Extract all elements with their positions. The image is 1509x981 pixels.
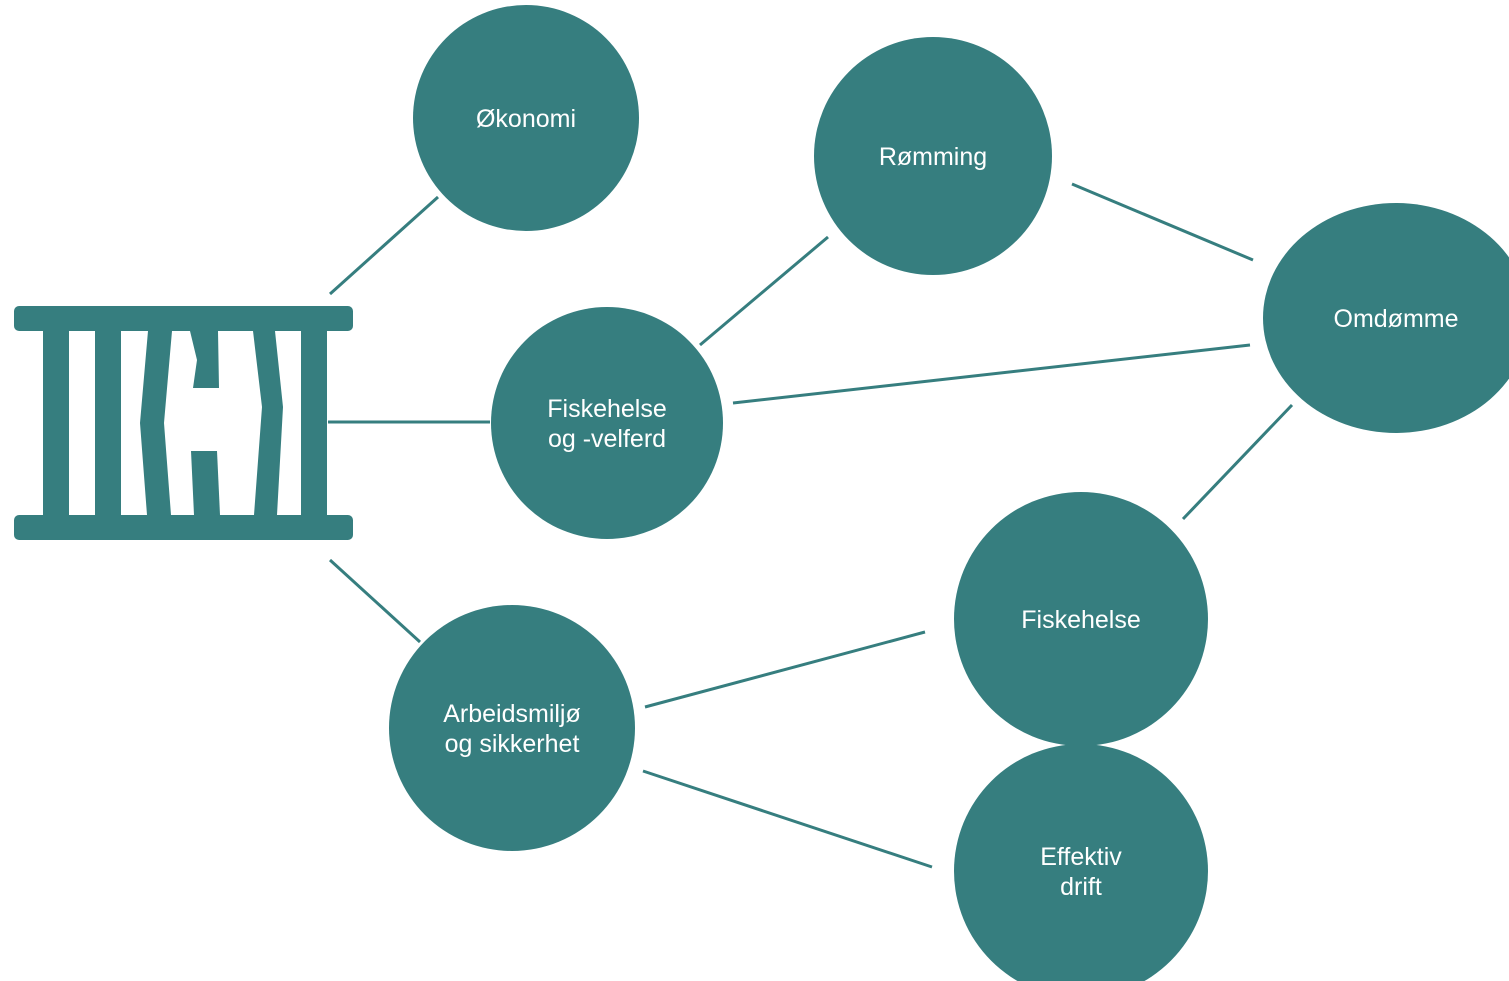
node-circle <box>954 492 1208 746</box>
node-circle <box>491 307 723 539</box>
node-circle <box>954 744 1208 981</box>
node-circle <box>814 37 1052 275</box>
node-label: Rømming <box>879 143 987 171</box>
cage-bar-4-bent <box>253 331 283 515</box>
node-okonomi: Økonomi <box>413 5 639 231</box>
cage-bar-broken-left <box>190 331 219 388</box>
connector-arbeidsmiljo-fiskehelse <box>644 630 926 709</box>
node-circle <box>1263 203 1509 433</box>
node-label: Fiskehelse <box>547 395 667 423</box>
node-label: Fiskehelse <box>1021 606 1141 634</box>
fish-cage-icon <box>14 306 353 540</box>
connector-fiskehelse-velferd-omdomme <box>732 343 1251 405</box>
node-label: drift <box>1060 873 1102 901</box>
cage-bar-3-bent <box>140 331 172 515</box>
cage-bar-1 <box>43 331 69 515</box>
connector-romming-omdomme <box>1071 182 1254 262</box>
connector-cage-okonomi <box>328 195 440 296</box>
connectors <box>328 182 1294 869</box>
node-fiskehelse: Fiskehelse <box>954 492 1208 746</box>
connector-arbeidsmiljo-effektiv-drift <box>642 769 933 869</box>
node-label: Økonomi <box>476 105 576 133</box>
node-label: Effektiv <box>1040 843 1122 871</box>
node-circle <box>389 605 635 851</box>
cage-bar-2 <box>95 331 121 515</box>
connector-fiskehelse-omdomme <box>1181 403 1294 521</box>
node-romming: Rømming <box>814 37 1052 275</box>
node-label: Arbeidsmiljø <box>443 700 581 728</box>
node-circle <box>413 5 639 231</box>
cage-bottom-bar <box>14 515 353 540</box>
node-label: Omdømme <box>1334 305 1459 333</box>
connector-fiskehelse-velferd-romming <box>699 235 829 347</box>
cage-top-bar <box>14 306 353 331</box>
node-label: og -velferd <box>548 425 666 453</box>
cage-bar-5 <box>301 331 327 515</box>
node-label: og sikkerhet <box>445 730 580 758</box>
cage-bar-broken-right <box>191 451 220 515</box>
node-omdomme: Omdømme <box>1263 203 1509 433</box>
connector-cage-arbeidsmiljo <box>328 558 422 644</box>
